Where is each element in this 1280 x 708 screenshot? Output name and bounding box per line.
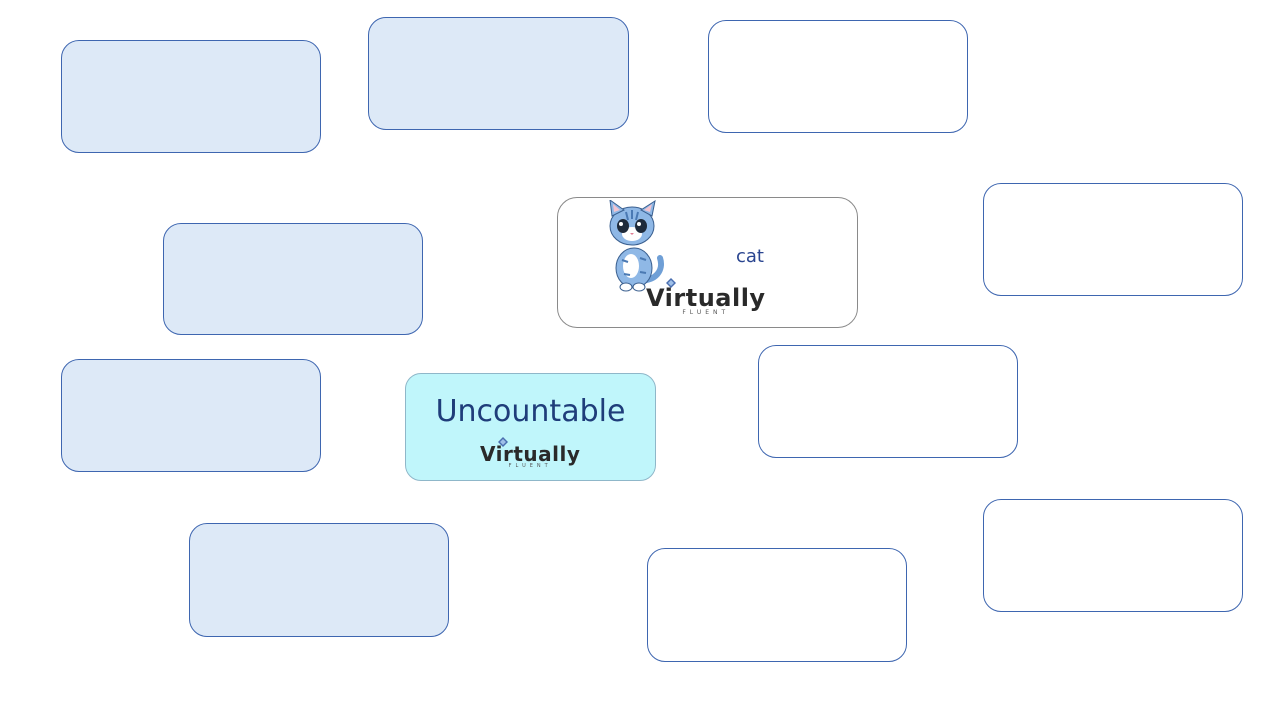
uncountable-category-card[interactable]: Uncountable Virtually FLUENT <box>405 373 656 481</box>
word-card-slot[interactable] <box>758 345 1018 458</box>
virtually-fluent-logo: Virtually FLUENT <box>646 278 766 316</box>
word-card-slot[interactable] <box>189 523 449 637</box>
cat-word-card[interactable]: cat Virtually FLUENT <box>557 197 858 328</box>
cat-word-label: cat <box>736 246 764 267</box>
word-card-slot[interactable] <box>368 17 629 130</box>
word-card-slot[interactable] <box>61 40 321 153</box>
uncountable-label: Uncountable <box>435 394 626 429</box>
cat-illustration-icon <box>609 200 664 292</box>
word-card-slot[interactable] <box>61 359 321 472</box>
word-card-slot[interactable] <box>647 548 907 662</box>
virtually-logo-mark-icon <box>498 437 508 447</box>
logo-subtext: FLUENT <box>508 463 552 469</box>
word-card-slot[interactable] <box>708 20 968 133</box>
logo-text: Virtually <box>646 284 766 312</box>
logo-text: Virtually <box>480 442 581 466</box>
virtually-fluent-logo: Virtually FLUENT <box>480 437 581 469</box>
virtually-logo-mark-icon <box>666 278 676 288</box>
word-card-slot[interactable] <box>163 223 423 335</box>
logo-subtext: FLUENT <box>682 309 730 316</box>
word-card-slot[interactable] <box>983 183 1243 296</box>
word-card-slot[interactable] <box>983 499 1243 612</box>
